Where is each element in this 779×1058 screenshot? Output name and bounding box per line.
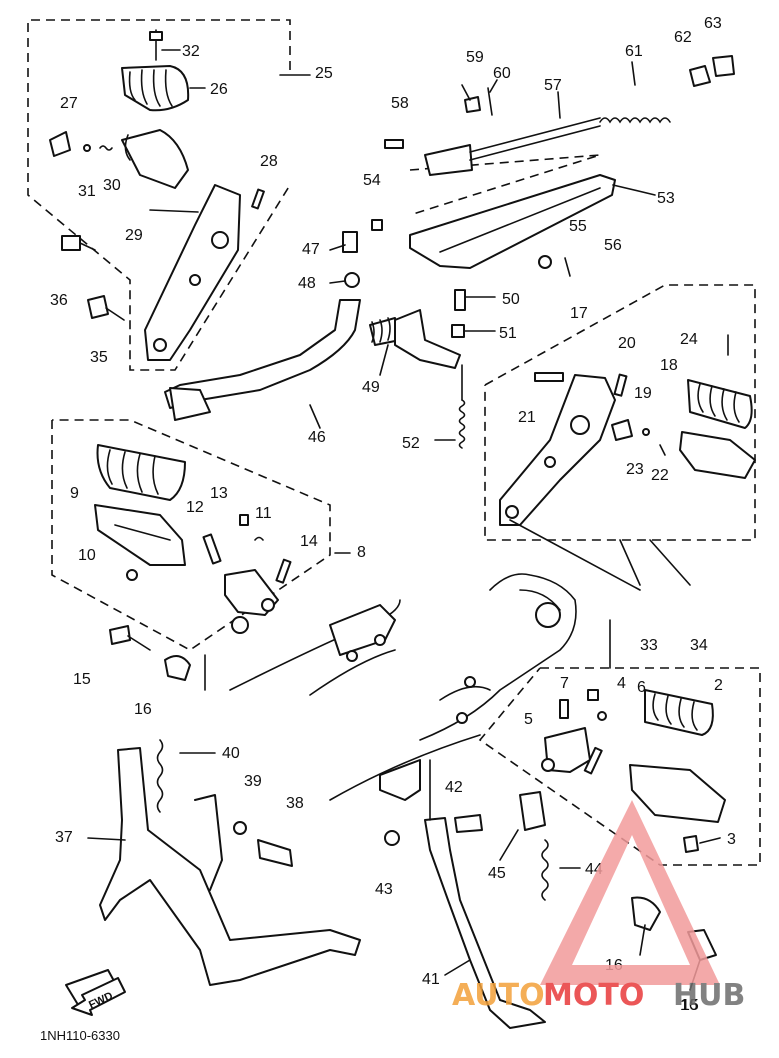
callout-18: 18 bbox=[660, 357, 678, 374]
callout-51: 51 bbox=[499, 325, 517, 342]
callout-16: 16 bbox=[134, 701, 152, 718]
callout-20: 20 bbox=[618, 335, 636, 352]
callout-47: 47 bbox=[302, 241, 320, 258]
callout-15: 15 bbox=[681, 997, 699, 1014]
callout-23: 23 bbox=[626, 461, 644, 478]
callout-5: 5 bbox=[524, 711, 533, 728]
callout-42: 42 bbox=[445, 779, 463, 796]
callout-21: 21 bbox=[518, 409, 536, 426]
callout-22: 22 bbox=[651, 467, 669, 484]
callout-56: 56 bbox=[604, 237, 622, 254]
footrest-assembly-rear-right bbox=[499, 334, 756, 526]
footrest-assembly-front-left bbox=[94, 444, 292, 681]
callout-30: 30 bbox=[103, 177, 121, 194]
callout-57: 57 bbox=[544, 77, 562, 94]
callout-43: 43 bbox=[375, 881, 393, 898]
callout-59: 59 bbox=[466, 49, 484, 66]
callout-24: 24 bbox=[680, 331, 698, 348]
callout-52: 52 bbox=[402, 435, 420, 452]
callout-11: 11 bbox=[255, 505, 272, 522]
callout-34: 34 bbox=[690, 637, 708, 654]
callout-14: 14 bbox=[300, 533, 318, 550]
callout-60: 60 bbox=[493, 65, 511, 82]
callout-4: 4 bbox=[617, 675, 626, 692]
callout-8: 8 bbox=[357, 544, 366, 561]
callout-31: 31 bbox=[78, 183, 96, 200]
callout-62: 62 bbox=[674, 29, 692, 46]
automotohub-watermark: AUTO MOTO HUB bbox=[452, 800, 745, 1013]
frame-lower bbox=[229, 573, 726, 853]
callout-63: 63 bbox=[704, 15, 722, 32]
callout-7: 7 bbox=[560, 675, 569, 692]
callout-2: 2 bbox=[714, 677, 723, 694]
callout-16: 16 bbox=[680, 997, 698, 1014]
callout-39: 39 bbox=[244, 773, 262, 790]
callout-28: 28 bbox=[260, 153, 278, 170]
callout-15: 15 bbox=[73, 671, 91, 688]
callout-54: 54 bbox=[363, 172, 381, 189]
callout-26: 26 bbox=[210, 81, 228, 98]
callout-61: 61 bbox=[625, 43, 643, 60]
watermark-auto: AUTO bbox=[452, 978, 545, 1013]
callout-27: 27 bbox=[60, 95, 78, 112]
callout-41: 41 bbox=[422, 971, 440, 988]
callout-6: 6 bbox=[637, 679, 646, 696]
callout-45: 45 bbox=[488, 865, 506, 882]
callout-35: 35 bbox=[90, 349, 108, 366]
diagram-code: 1NH110-6330 bbox=[40, 1028, 120, 1043]
callout-32: 32 bbox=[182, 43, 200, 60]
footrest-assembly-rear-left bbox=[49, 29, 265, 361]
center-stand bbox=[65, 739, 361, 1009]
callout-50: 50 bbox=[502, 291, 520, 308]
callout-49: 49 bbox=[362, 379, 380, 396]
callout-33: 33 bbox=[640, 637, 658, 654]
brake-rod-assembly bbox=[371, 55, 735, 277]
watermark-hub: HUB bbox=[673, 978, 745, 1013]
callout-13: 13 bbox=[210, 485, 228, 502]
callout-17: 17 bbox=[570, 305, 588, 322]
callout-36: 36 bbox=[50, 292, 68, 309]
callout-3: 3 bbox=[727, 831, 736, 848]
watermark-moto: MOTO bbox=[543, 978, 644, 1013]
callout-10: 10 bbox=[78, 547, 96, 564]
callout-38: 38 bbox=[286, 795, 304, 812]
callout-46: 46 bbox=[308, 429, 326, 446]
callout-55: 55 bbox=[569, 218, 587, 235]
brake-pedal-assembly bbox=[164, 231, 466, 449]
callout-29: 29 bbox=[125, 227, 143, 244]
callout-58: 58 bbox=[391, 95, 409, 112]
callout-48: 48 bbox=[298, 275, 316, 292]
callout-9: 9 bbox=[70, 485, 79, 502]
callout-40: 40 bbox=[222, 745, 240, 762]
callout-37: 37 bbox=[55, 829, 73, 846]
callout-25: 25 bbox=[315, 65, 333, 82]
callout-19: 19 bbox=[634, 385, 652, 402]
callout-12: 12 bbox=[186, 499, 204, 516]
group-boxes bbox=[27, 19, 761, 866]
watermark-triangle-icon bbox=[540, 800, 720, 985]
callout-53: 53 bbox=[657, 190, 675, 207]
